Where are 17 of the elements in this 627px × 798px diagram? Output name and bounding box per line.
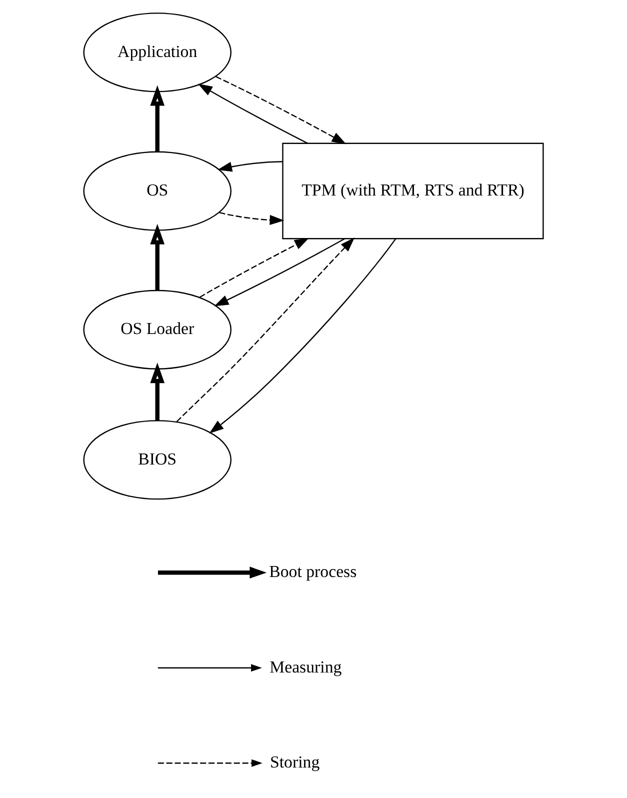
- legend-label: Boot process: [269, 562, 357, 582]
- arrow: [216, 76, 346, 144]
- arrow: [150, 224, 165, 290]
- arrow: [214, 238, 345, 306]
- legend-label: Measuring: [270, 657, 342, 676]
- node-ellipse: OS Loader: [83, 290, 232, 370]
- arrow: [217, 161, 282, 172]
- node-box: TPM (with RTM, RTS and RTR): [282, 142, 544, 240]
- node-ellipse: Application: [83, 12, 232, 92]
- arrow: [198, 84, 308, 144]
- arrow: [219, 212, 284, 226]
- legend-label: Storing: [270, 752, 320, 772]
- arrow: [150, 85, 165, 152]
- arrow: [199, 238, 309, 298]
- arrow: [176, 238, 355, 422]
- arrow: [209, 238, 396, 434]
- arrow: [150, 362, 165, 421]
